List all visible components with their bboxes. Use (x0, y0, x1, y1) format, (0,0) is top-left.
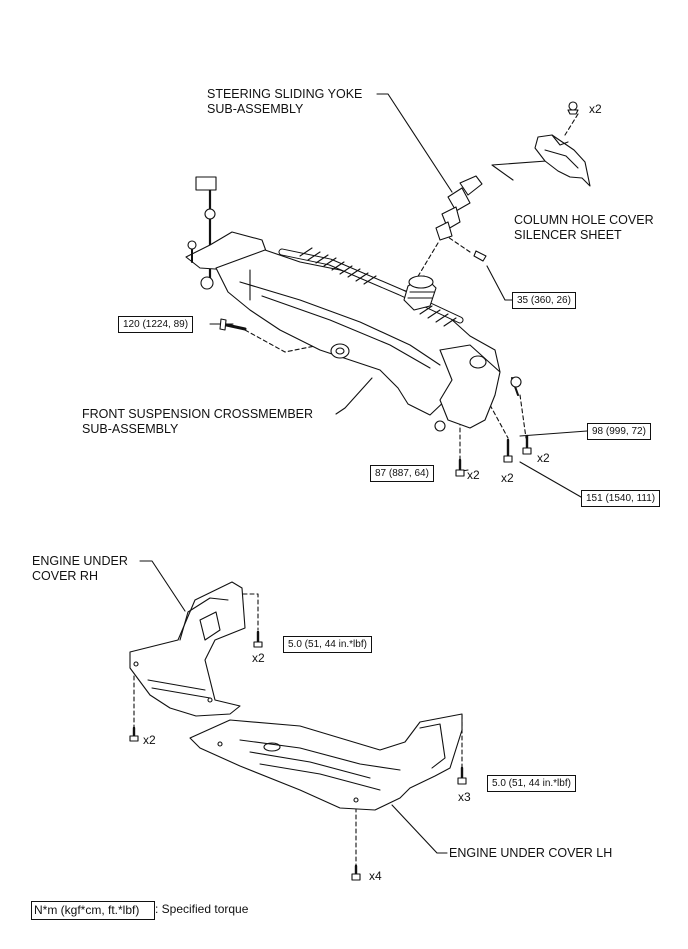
torque-cover-rh-bolt: 5.0 (51, 44 in.*lbf) (283, 636, 372, 653)
front-suspension-crossmember-label: FRONT SUSPENSION CROSSMEMBER SUB-ASSEMBL… (82, 407, 314, 436)
leader-lines (139, 93, 588, 854)
column-hole-cover-silencer-sheet (534, 101, 591, 187)
dashed-lines (133, 113, 579, 867)
engine-under-cover-rh (129, 581, 263, 742)
torque-lower-arm-bolt: 98 (999, 72) (587, 423, 651, 440)
steering-sliding-yoke-label: STEERING SLIDING YOKE SUB-ASSEMBLY (207, 87, 363, 116)
torque-yoke-bolt: 35 (360, 26) (512, 292, 576, 309)
torque-crossmember-mount-bolt: 151 (1540, 111) (581, 490, 661, 507)
qty-crossmember-front: x2 (467, 468, 480, 482)
engine-under-cover-lh-label: ENGINE UNDER COVER LH (449, 846, 613, 860)
column-hole-cover-label: COLUMN HOLE COVER SILENCER SHEET (514, 213, 654, 242)
front-suspension-crossmember (185, 176, 522, 432)
qty-lower-arm: x2 (537, 451, 550, 465)
torque-crossmember-front-bolt: 87 (887, 64) (370, 465, 434, 482)
torque-cover-lh-bolt: 5.0 (51, 44 in.*lbf) (487, 775, 576, 792)
legend-description: : Specified torque (155, 902, 249, 916)
qty-crossmember-mount: x2 (501, 471, 514, 485)
qty-cover-lh-bottom: x4 (369, 869, 382, 883)
engine-under-cover-lh (189, 713, 467, 881)
qty-cover-rh-lower: x2 (143, 733, 156, 747)
engine-under-cover-rh-label: ENGINE UNDER COVER RH (32, 554, 128, 583)
legend-unit-box: N*m (kgf*cm, ft.*lbf) (31, 901, 155, 920)
torque-crossmember-rear-bolt: 120 (1224, 89) (118, 316, 194, 333)
steering-sliding-yoke (435, 175, 487, 262)
qty-cover-lh-side: x3 (458, 790, 471, 804)
qty-cover-rh-upper: x2 (252, 651, 265, 665)
crossmember-bolts (455, 434, 532, 477)
qty-column-clip: x2 (589, 102, 602, 116)
